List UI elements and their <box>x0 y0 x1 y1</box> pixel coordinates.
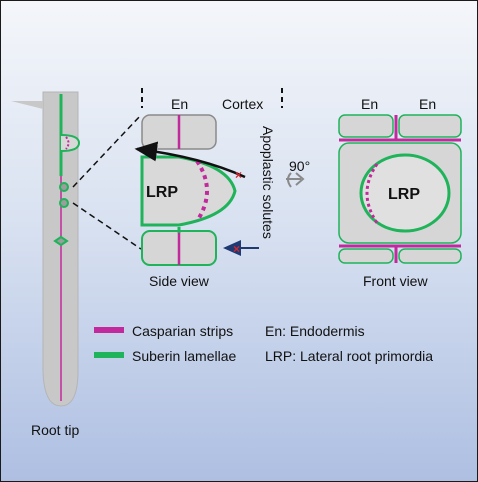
label-side-view: Side view <box>149 273 210 289</box>
front-cell-bottom-left <box>338 248 394 264</box>
legend-en-definition: En: Endodermis <box>265 323 365 339</box>
legend-suberin-swatch <box>94 352 124 358</box>
root-lateral-casparian <box>65 136 70 150</box>
label-lrp-side: LRP <box>146 184 178 201</box>
label-en-side: En <box>171 96 188 112</box>
label-apoplastic-solutes: Apoplastic solutes <box>260 126 276 239</box>
label-rotation: 90° <box>289 158 310 174</box>
front-casparian-network <box>339 115 461 263</box>
front-cell-top-left <box>338 114 394 138</box>
zoom-line-bottom <box>72 202 142 250</box>
front-lrp-cell <box>359 153 451 233</box>
front-cell-bottom-right <box>398 248 462 264</box>
rotation-indicator <box>286 172 305 188</box>
root-primordium-1 <box>59 182 69 192</box>
side-view-panel: × × <box>134 88 283 266</box>
apoplastic-flow-arrow-black <box>134 141 246 179</box>
block-mark-top: × <box>235 168 242 182</box>
root-hair-left <box>11 101 43 109</box>
legend-casparian-text: Casparian strips <box>132 323 233 339</box>
block-mark-bottom: × <box>233 242 240 256</box>
label-en-front-1: En <box>361 96 378 112</box>
front-view-panel <box>338 114 462 264</box>
root-illustration <box>11 91 142 407</box>
side-casparian-dash <box>195 159 209 223</box>
front-cell-top-right <box>398 114 462 138</box>
rotation-curl <box>287 172 292 188</box>
root-lateral-bulge <box>60 134 81 152</box>
legend-lrp-definition: LRP: Lateral root primordia <box>265 348 433 364</box>
front-lrp-casparian <box>365 163 379 224</box>
label-en-front-2: En <box>419 96 436 112</box>
legend-suberin-text: Suberin lamellae <box>132 348 236 364</box>
label-root-tip: Root tip <box>31 422 79 438</box>
zoom-line-top <box>72 114 142 188</box>
label-front-view: Front view <box>363 273 428 289</box>
label-lrp-front: LRP <box>388 186 420 203</box>
root-primordium-3 <box>53 235 69 247</box>
legend-casparian-swatch <box>94 327 124 333</box>
label-cortex: Cortex <box>222 96 263 112</box>
root-primordium-2 <box>59 198 69 208</box>
